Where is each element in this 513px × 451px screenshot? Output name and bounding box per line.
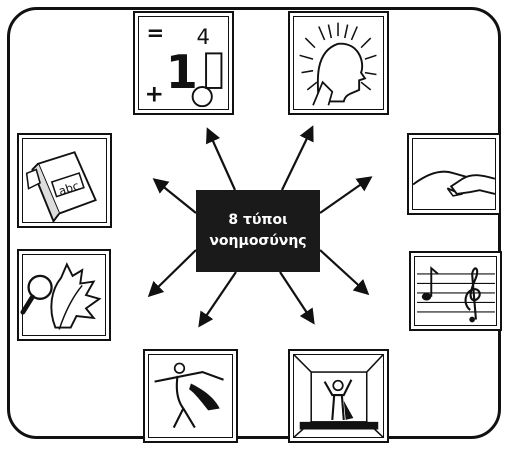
card-intrapersonal [288,11,389,115]
arrow-to-musical [319,249,370,296]
card-bodily [143,349,238,443]
card-linguistic: abc [17,133,112,228]
arrow-to-linguistic [152,178,197,214]
arrow-to-spatial [279,271,315,325]
card-spatial [288,349,389,443]
music-notes-icon [417,266,495,323]
card-math-logic: = 4 1 + [133,11,234,115]
central-topic-line1: 8 τύποι [228,212,288,228]
dancer-bodily-icon [154,362,224,429]
arrow-to-intrapersonal [281,125,314,191]
svg-text:abc: abc [57,179,81,199]
nature-leaf-magnifier-icon [20,262,102,330]
arrow-to-interpersonal [319,176,373,214]
svg-text:1: 1 [166,45,198,99]
math-logic-icon: = 4 1 + [145,20,223,107]
person-in-room-spatial-icon [293,354,384,438]
self-reflection-head-icon [299,22,377,106]
svg-text:4: 4 [196,24,209,49]
central-topic-box: 8 τύποι νοημοσύνης [196,190,320,272]
svg-text:+: + [145,81,164,107]
card-naturalist [17,249,111,341]
arrow-to-math [206,127,237,191]
card-interpersonal [407,133,501,215]
book-abc-icon: abc [25,151,97,224]
central-topic-line2: νοημοσύνης [209,233,307,249]
handshake-icon [412,170,496,197]
card-musical [409,251,502,331]
svg-text:=: = [147,20,165,45]
arrow-to-bodily [198,271,237,328]
arrow-to-naturalist [147,249,197,298]
